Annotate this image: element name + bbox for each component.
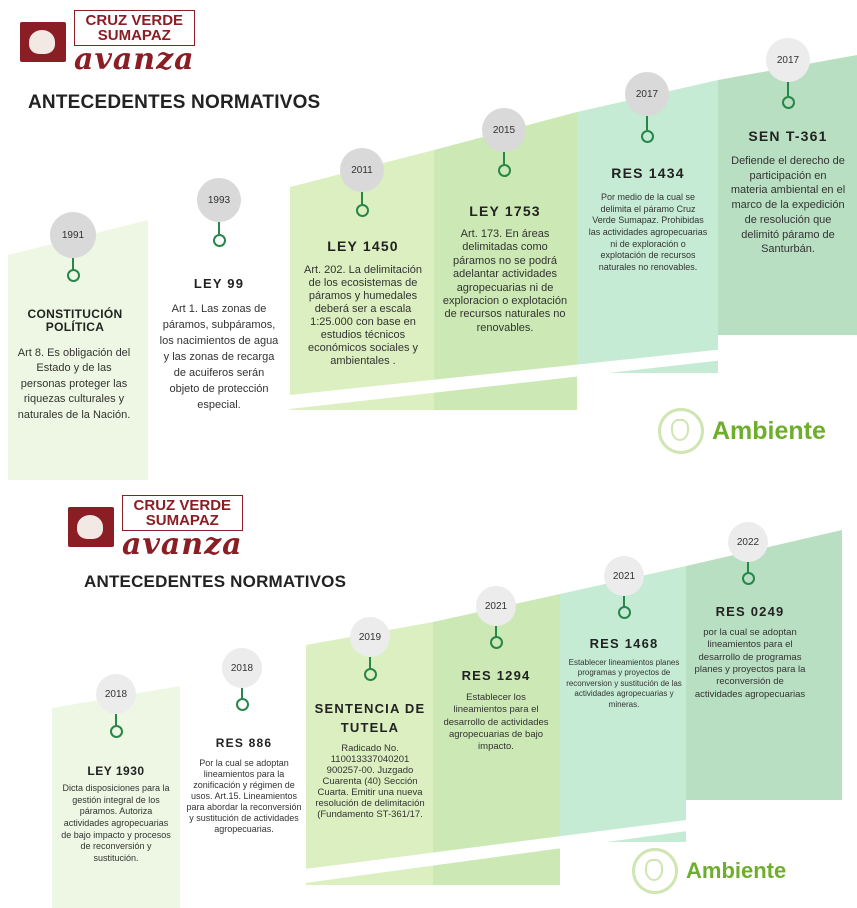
connector [787, 82, 789, 96]
entry-title: CONSTITUCIÓN POLÍTICA [27, 307, 123, 334]
entry-title: LEY 1930 [87, 764, 145, 778]
year-bubble: 2017 [766, 38, 810, 82]
year-bubble: 2017 [625, 72, 669, 116]
year-bubble: 1991 [50, 212, 96, 258]
entry-text: Art. 202. La delimitación de los ecosist… [303, 264, 422, 367]
logo-line1: CRUZ VERDE [133, 497, 232, 514]
entry-text: por la cual se adoptan lineamientos para… [694, 627, 806, 700]
entry-text: Art. 173. En áreas delimitadas como pára… [442, 228, 568, 334]
logo-word: avanza [74, 42, 195, 77]
ambiente-logo: Ambiente [632, 848, 786, 894]
entry-text: Por medio de la cual se delimita el pára… [588, 192, 708, 273]
entry-title: RES 1468 [589, 636, 659, 651]
ambiente-wordmark: Ambiente [712, 416, 826, 445]
coat-of-arms-icon [632, 848, 678, 894]
timeline-dot [213, 234, 226, 247]
timeline-dot [618, 606, 631, 619]
logo-line2: SUMAPAZ [97, 27, 171, 44]
connector [623, 596, 625, 607]
connector [361, 192, 363, 204]
logo-bottom: CRUZ VERDE SUMAPAZ avanza [68, 495, 243, 562]
entry-title: RES 1294 [461, 668, 531, 683]
page-title: ANTECEDENTES NORMATIVOS [84, 572, 347, 591]
entry-title: RES 886 [215, 736, 273, 750]
entry-title: LEY 99 [193, 276, 245, 291]
connector [369, 657, 371, 669]
logo-top: CRUZ VERDE SUMAPAZ avanza [20, 10, 195, 77]
logo-title: CRUZ VERDE SUMAPAZ [74, 10, 195, 46]
year-bubble: 2011 [340, 148, 384, 192]
entry-text: Dicta disposiciones para la gestión inte… [61, 783, 171, 864]
year-bubble: 2019 [350, 617, 390, 657]
connector [747, 562, 749, 573]
timeline-dot [498, 164, 511, 177]
entry-text: Establecer los lineamientos para el desa… [443, 692, 549, 753]
coat-of-arms-icon [658, 408, 704, 454]
entry-text: Establecer lineamientos planes programas… [566, 658, 682, 709]
year-bubble: 2022 [728, 522, 768, 562]
year-bubble: 2018 [222, 648, 262, 688]
timeline-dot [110, 725, 123, 738]
timeline-dot [742, 572, 755, 585]
ambiente-wordmark: Ambiente [686, 858, 787, 883]
entry-title: LEY 1450 [327, 238, 399, 254]
logo-line2: SUMAPAZ [145, 512, 219, 529]
entry-text: Defiende el derecho de participación en … [730, 155, 846, 256]
ambiente-logo: Ambiente [658, 408, 826, 454]
entry-title: SENTENCIA DE TUTELA [314, 701, 426, 735]
timeline-dot [356, 204, 369, 217]
timeline-dot [782, 96, 795, 109]
year-bubble: 2018 [96, 674, 136, 714]
entry-title: RES 1434 [611, 165, 685, 181]
entry-text: Art 1. Las zonas de páramos, subpáramos,… [159, 303, 279, 411]
timeline-dot [490, 636, 503, 649]
logo-emblem-icon [20, 22, 66, 62]
entry-title: SEN T-361 [748, 128, 828, 144]
logo-word: avanza [122, 527, 243, 562]
connector [241, 688, 243, 699]
connector [646, 116, 648, 130]
top-staircase-background [8, 55, 857, 480]
entry-text: Art 8. Es obligación del Estado y de las… [17, 347, 131, 421]
timeline-dot [67, 269, 80, 282]
logo-line1: CRUZ VERDE [85, 12, 184, 29]
entry-title: RES 0249 [715, 604, 785, 619]
year-bubble: 2015 [482, 108, 526, 152]
entry-text: Por la cual se adoptan lineamientos para… [186, 758, 302, 834]
entry-title: LEY 1753 [469, 203, 541, 219]
connector [115, 714, 117, 725]
logo-title: CRUZ VERDE SUMAPAZ [122, 495, 243, 531]
connector [72, 258, 74, 270]
page-title: ANTECEDENTES NORMATIVOS [28, 92, 321, 113]
logo-emblem-icon [68, 507, 114, 547]
bottom-staircase-background [52, 530, 842, 908]
connector [218, 222, 220, 234]
year-bubble: 1993 [197, 178, 241, 222]
year-bubble: 2021 [476, 586, 516, 626]
year-bubble: 2021 [604, 556, 644, 596]
entry-text: Radicado No. 110013337040201 900257-00. … [315, 743, 425, 820]
timeline-dot [641, 130, 654, 143]
timeline-dot [236, 698, 249, 711]
timeline-dot [364, 668, 377, 681]
connector [503, 152, 505, 164]
connector [495, 626, 497, 637]
